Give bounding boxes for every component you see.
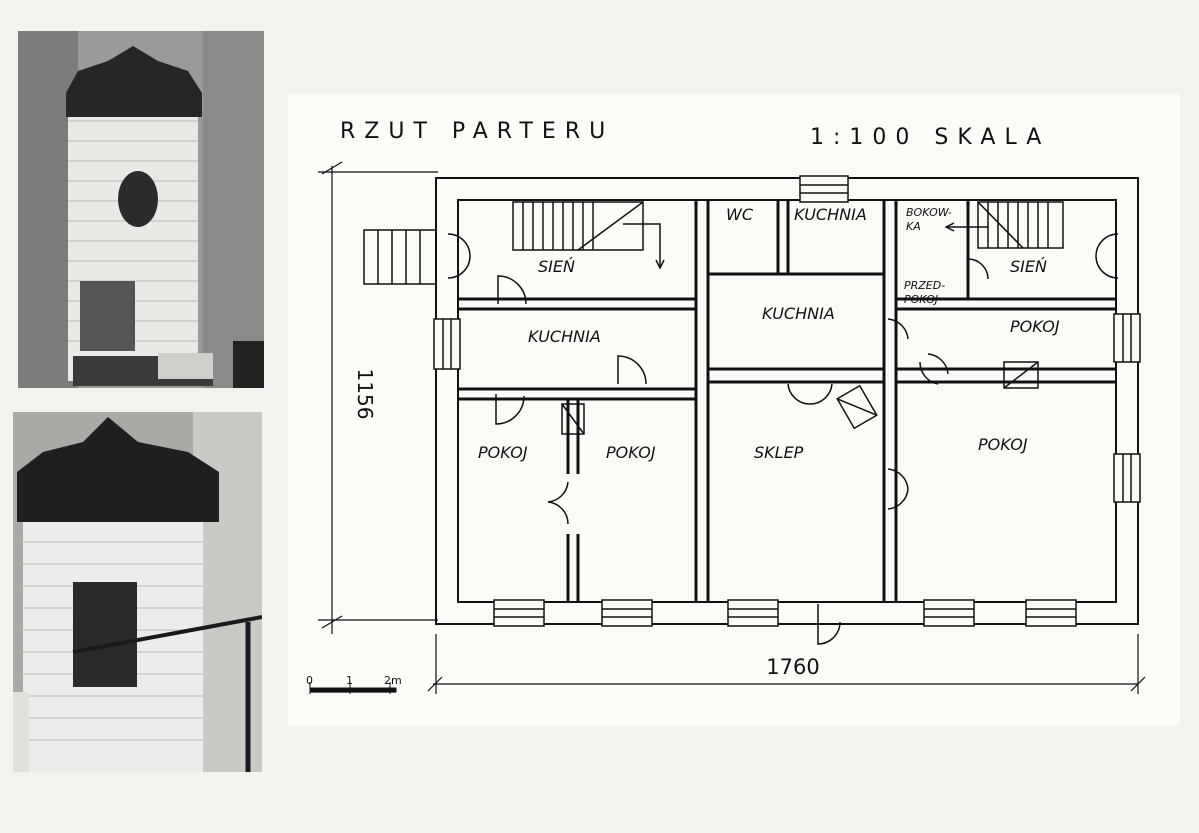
room-label-kuchnia-top: KUCHNIA — [794, 205, 867, 224]
scale-bar — [309, 682, 397, 694]
windows — [433, 175, 1141, 627]
room-label-bokowka-2: KA — [906, 220, 921, 233]
room-label-przedpokoj-1: PRZED- — [904, 279, 945, 292]
room-label-pokoj-right-big: POKOJ — [978, 435, 1028, 454]
scale-bar-zero: 0 — [306, 674, 313, 687]
staircases — [363, 201, 1064, 285]
stove-photo-top — [18, 31, 264, 388]
scale-bar-two: 2m — [384, 674, 402, 687]
room-label-wc: WC — [726, 205, 754, 224]
room-label-pokoj-right-small: POKOJ — [1010, 317, 1060, 336]
scale-bar-one: 1 — [346, 674, 353, 687]
plan-scale-label: 1:100 SKALA — [810, 125, 1050, 150]
floor-plan-panel: RZUT PARTERU 1:100 SKALA — [288, 94, 1180, 726]
room-label-kuchnia-left: KUCHNIA — [528, 327, 601, 346]
interior-walls — [458, 200, 1116, 602]
dimension-lines — [318, 161, 1146, 694]
dimension-height: 1156 — [353, 369, 377, 420]
room-label-pokoj-left-2: POKOJ — [606, 443, 656, 462]
room-label-sien-right: SIEŃ — [1010, 257, 1047, 276]
room-label-bokowka-1: BOKOW- — [906, 206, 952, 219]
room-label-sien-left: SIEŃ — [538, 257, 575, 276]
room-label-kuchnia-mid: KUCHNIA — [762, 304, 835, 323]
room-label-pokoj-left-1: POKOJ — [478, 443, 528, 462]
plan-title: RZUT PARTERU — [340, 119, 614, 144]
stove-photo-bottom — [13, 412, 262, 772]
stove-symbols — [561, 361, 1039, 435]
room-labels: WC KUCHNIA BOKOW- KA SIEŃ SIEŃ PRZED- PO… — [478, 205, 1060, 462]
dimension-width: 1760 — [766, 655, 819, 679]
room-label-przedpokoj-2: POKOJ — [904, 293, 938, 306]
room-label-sklep: SKLEP — [754, 443, 804, 462]
doors — [447, 233, 1119, 645]
